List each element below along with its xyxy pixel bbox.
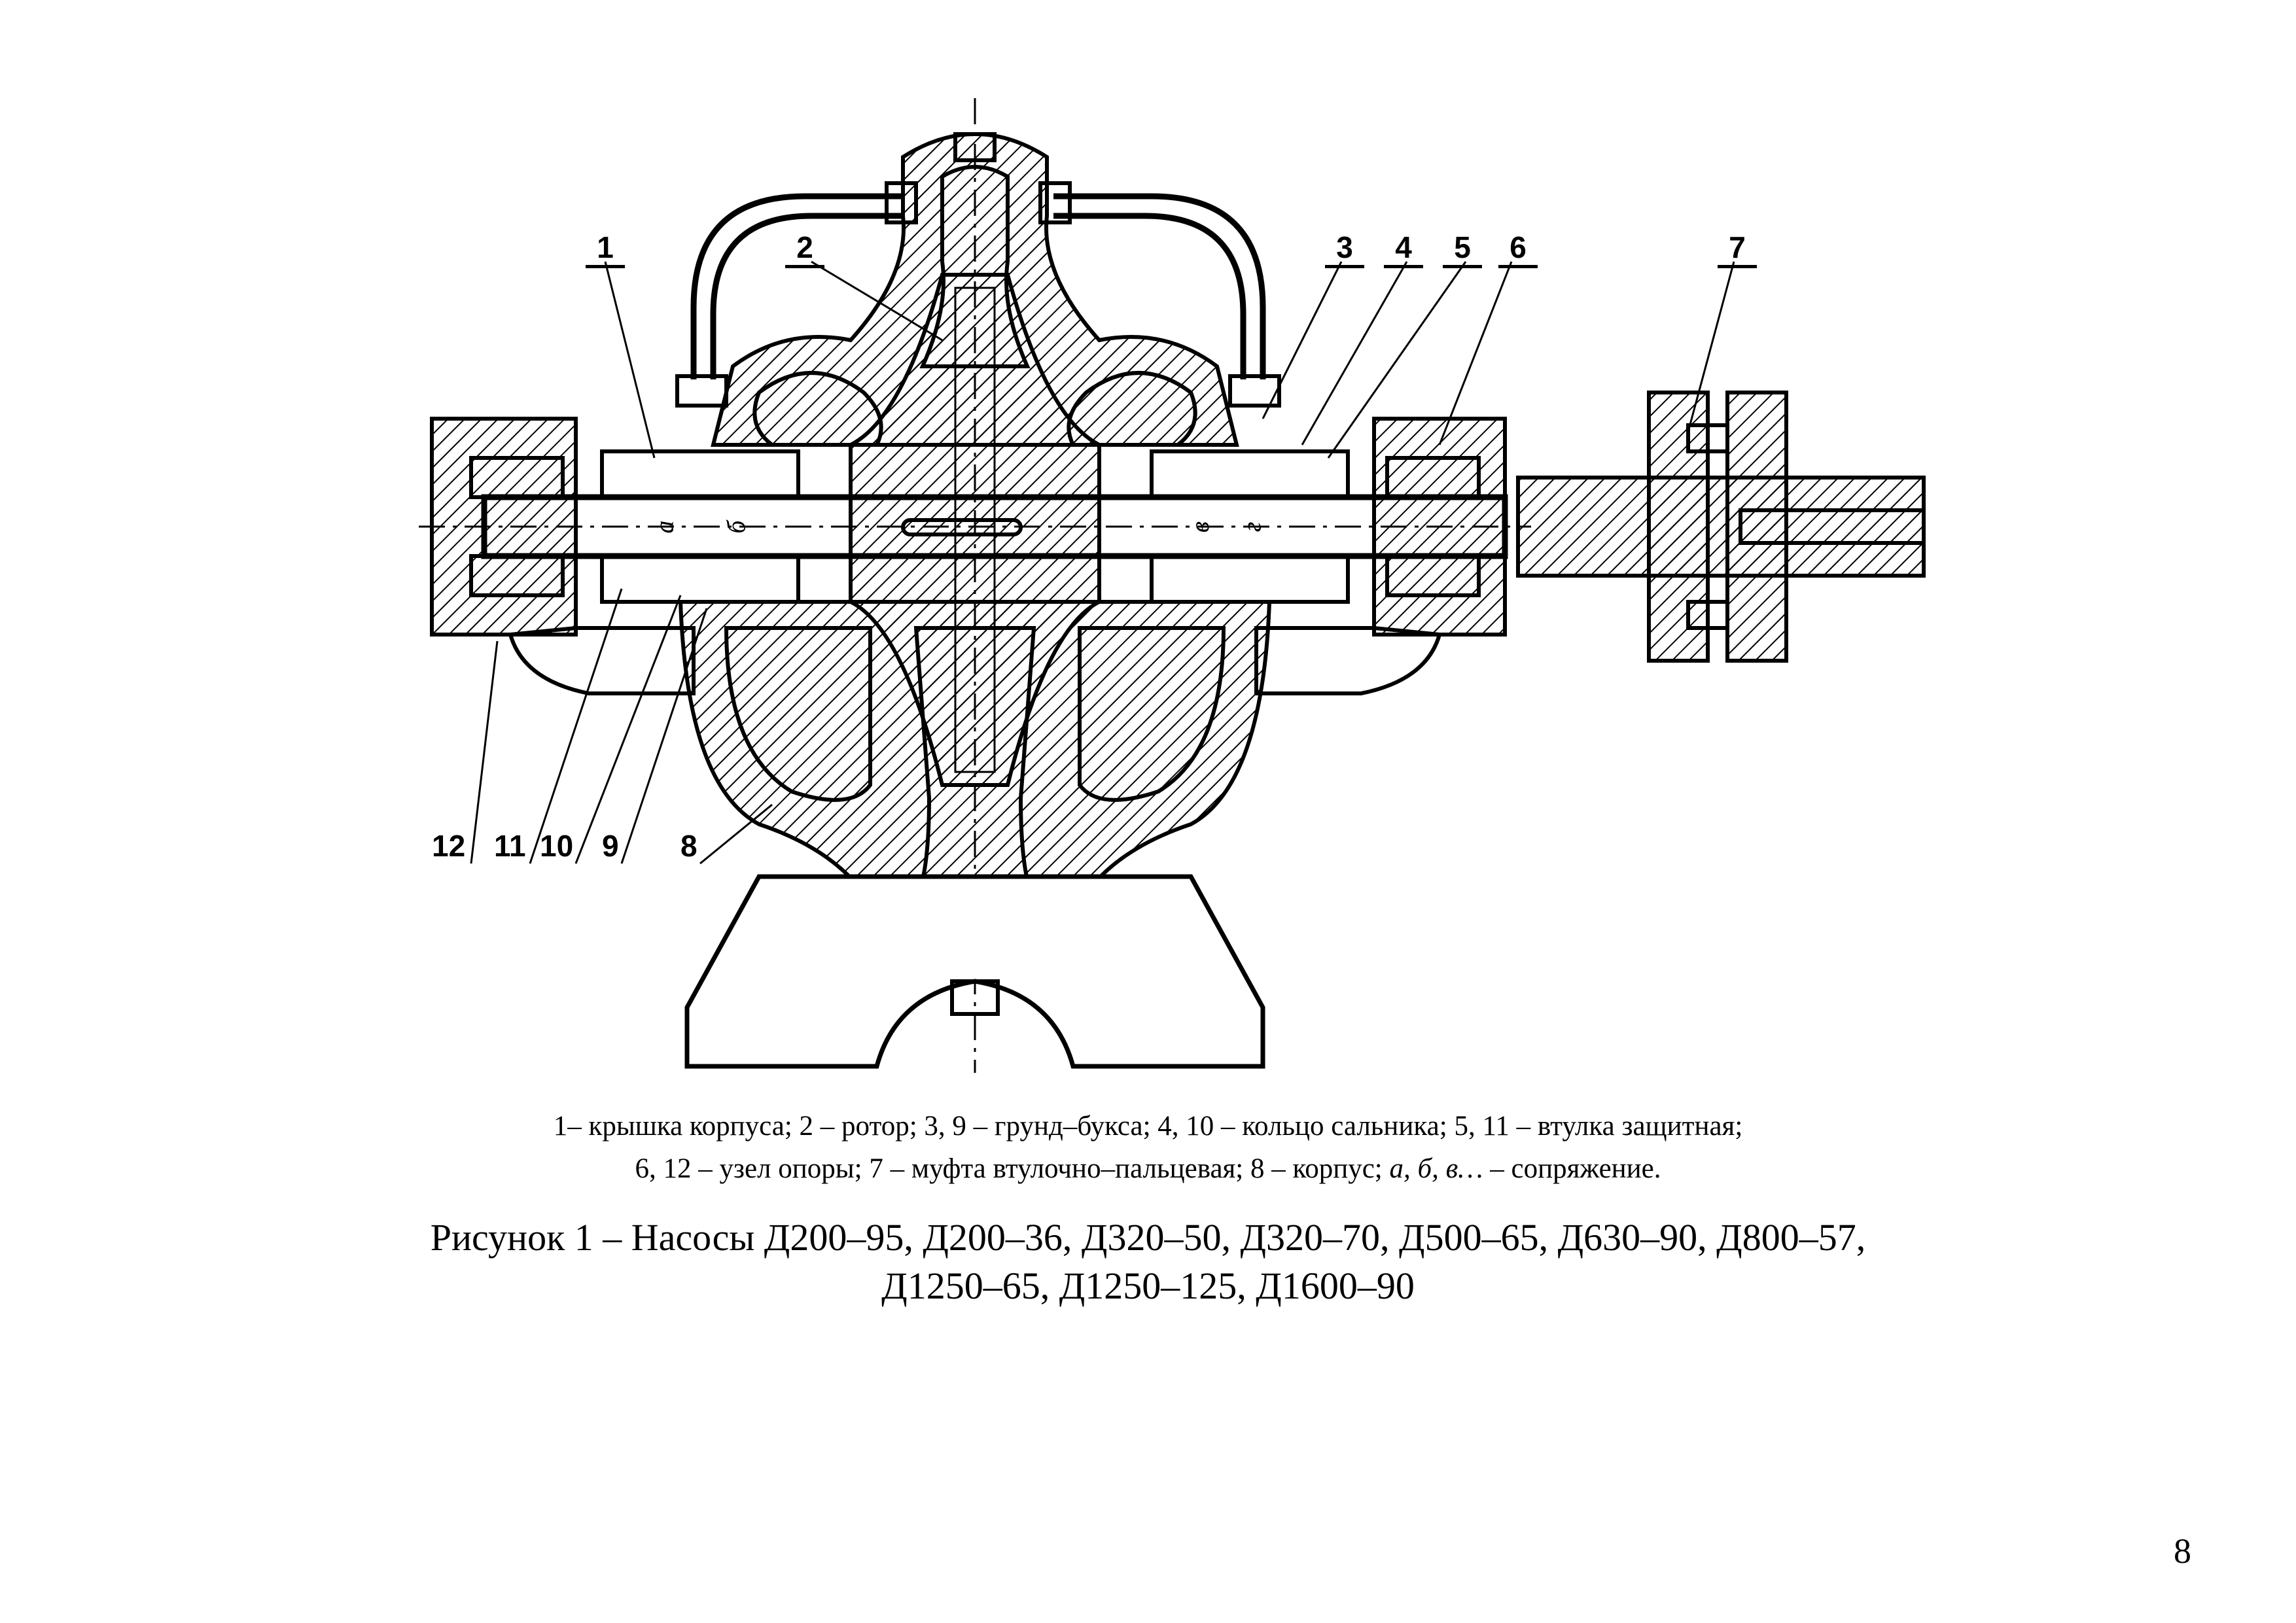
pump-cross-section-drawing — [419, 98, 1926, 1073]
legend-line-2-italic: а, б, в… — [1389, 1153, 1483, 1184]
right-seal-bearing-assembly — [1150, 417, 1507, 695]
caption-line-2: Д1250–65, Д1250–125, Д1600–90 — [881, 1265, 1415, 1308]
left-seal-bearing-assembly — [430, 417, 800, 695]
callout-7: 7 — [1718, 232, 1757, 268]
callout-9: 9 — [602, 829, 619, 863]
figure-legend: 1– крышка корпуса; 2 – ротор; 3, 9 – гру… — [0, 1106, 2296, 1190]
legend-line-2-start: 6, 12 – узел опоры; 7 – муфта втулочно–п… — [635, 1153, 1390, 1184]
page-number: 8 — [2174, 1531, 2191, 1571]
callout-8: 8 — [680, 829, 698, 863]
sleeve-mark-b: б — [721, 520, 751, 534]
impeller — [849, 273, 1101, 787]
sleeve-mark-a: а — [649, 520, 679, 534]
callout-5: 5 — [1443, 232, 1482, 268]
legend-line-2-end: – сопряжение. — [1483, 1153, 1661, 1184]
caption-line-1: Рисунок 1 – Насосы Д200–95, Д200–36, Д32… — [430, 1216, 1866, 1259]
sleeve-mark-g: г — [1237, 521, 1267, 532]
callout-2: 2 — [785, 232, 824, 268]
callout-1: 1 — [586, 232, 625, 268]
callout-12: 12 — [432, 829, 466, 863]
legend-line-2: 6, 12 – узел опоры; 7 – муфта втулочно–п… — [0, 1148, 2296, 1191]
callout-10: 10 — [540, 829, 574, 863]
pedestal — [684, 874, 1265, 1069]
callout-4: 4 — [1384, 232, 1423, 268]
coupling — [1516, 391, 1926, 663]
legend-line-1: 1– крышка корпуса; 2 – ротор; 3, 9 – гру… — [553, 1111, 1743, 1142]
callout-11: 11 — [494, 829, 526, 863]
leader-lines — [470, 260, 1735, 865]
figure-caption: Рисунок 1 – Насосы Д200–95, Д200–36, Д32… — [0, 1213, 2296, 1310]
callout-6: 6 — [1498, 232, 1538, 268]
sleeve-mark-v: в — [1185, 521, 1215, 533]
callout-3: 3 — [1325, 232, 1364, 268]
